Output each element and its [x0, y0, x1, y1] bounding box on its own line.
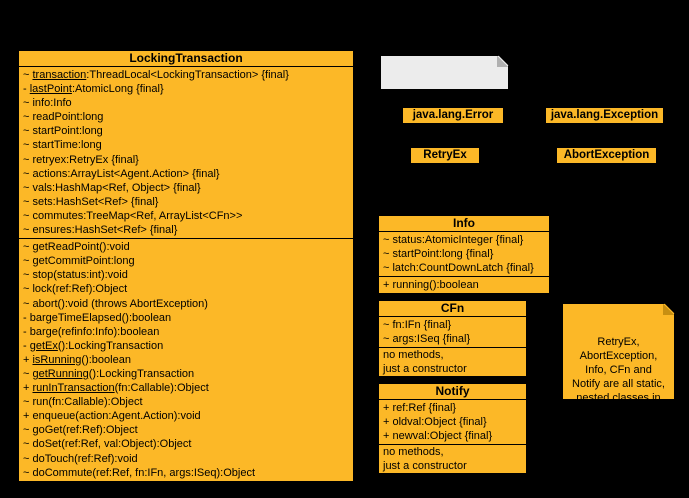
member-row: ~ startTime:long: [23, 139, 102, 152]
member-row: ~ doSet(ref:Ref, val:Object):Object: [23, 438, 192, 451]
member-row: ~ sets:HashSet<Ref> {final}: [23, 195, 159, 208]
member-row: - getEx():LockingTransaction: [23, 339, 164, 352]
member-row: ~ readPoint:long: [23, 111, 104, 124]
class-abortexception-title: AbortException: [563, 149, 650, 161]
member-row: - barge(refinfo:Info):boolean: [23, 325, 160, 338]
class-abortexception: AbortException: [556, 147, 657, 164]
class-cfn-methods-note: no methods, just a constructor: [379, 347, 526, 376]
member-row: ~ startPoint:long {final}: [383, 248, 494, 261]
member-row: ~ retryex:RetryEx {final}: [23, 153, 139, 166]
member-row: - bargeTimeElapsed():boolean: [23, 311, 172, 324]
member-row: ~ lock(ref:Ref):Object: [23, 283, 128, 296]
member-row: ~ getRunning():LockingTransaction: [23, 367, 195, 380]
class-info-fields: ~ status:AtomicInteger {final} ~ startPoi…: [379, 232, 549, 276]
member-row: ~ vals:HashMap<Ref, Object> {final}: [23, 181, 201, 194]
class-retryex-title: RetryEx: [423, 149, 467, 161]
member-row: ~ goGet(ref:Ref):Object: [23, 424, 138, 437]
class-cfn-fields: ~ fn:IFn {final} ~ args:ISeq {final}: [379, 317, 526, 347]
class-cfn-title: CFn: [379, 301, 526, 317]
member-row: + enqueue(action:Agent.Action):void: [23, 410, 201, 423]
member-row: - lastPoint:AtomicLong {final}: [23, 83, 164, 96]
class-lockingtransaction: LockingTransaction ~ transaction:ThreadL…: [18, 50, 354, 482]
class-notify: Notify + ref:Ref {final} + oldval:Object …: [378, 383, 527, 475]
class-notify-fields: + ref:Ref {final} + oldval:Object {final}…: [379, 400, 526, 444]
member-row: ~ stop(status:int):void: [23, 269, 128, 282]
member-row: ~ getReadPoint():void: [23, 241, 130, 254]
member-row: + oldval:Object {final}: [383, 416, 487, 429]
class-java-lang-exception-title: java.lang.Exception: [550, 109, 659, 121]
class-java-lang-exception: java.lang.Exception: [545, 107, 664, 124]
class-retryex: RetryEx: [410, 147, 480, 164]
member-row: ~ run(fn:Callable):Object: [23, 396, 143, 409]
note-constants: not showing constants or constructors: [380, 55, 509, 90]
folded-corner-icon: [663, 304, 674, 315]
class-info-title: Info: [379, 216, 549, 232]
class-info: Info ~ status:AtomicInteger {final}~ sta…: [378, 215, 550, 295]
member-row: ~ doCommute(ref:Ref, fn:IFn, args:ISeq):…: [23, 466, 256, 479]
class-lockingtransaction-methods: ~ getReadPoint():void~ getCommitPoint:lo…: [19, 238, 353, 481]
member-row: ~ actions:ArrayList<Agent.Action> {final…: [23, 167, 220, 180]
note-nested-classes: RetryEx, AbortException, Info, CFn and N…: [562, 303, 675, 400]
member-row: ~ latch:CountDownLatch {final}: [383, 262, 534, 275]
class-notify-title: Notify: [379, 384, 526, 400]
member-row: ~ commutes:TreeMap<Ref, ArrayList<CFn>>: [23, 209, 243, 222]
class-lockingtransaction-fields: ~ transaction:ThreadLocal<LockingTransac…: [19, 67, 353, 238]
class-cfn: CFn ~ fn:IFn {final}~ args:ISeq {final} …: [378, 300, 527, 378]
member-row: ~ info:Info: [23, 97, 72, 110]
member-row: ~ doTouch(ref:Ref):void: [23, 452, 138, 465]
class-info-methods: + running():boolean: [379, 276, 549, 293]
member-row: ~ status:AtomicInteger {final}: [383, 234, 524, 246]
folded-corner-icon: [497, 56, 508, 67]
class-notify-methods-note: no methods, just a constructor: [379, 444, 526, 473]
member-row: ~ abort():void (throws AbortException): [23, 297, 208, 310]
member-row: + running():boolean: [383, 279, 479, 292]
member-row: ~ ensures:HashSet<Ref> {final}: [23, 224, 178, 237]
member-row: ~ getCommitPoint:long: [23, 255, 135, 268]
member-row: ~ startPoint:long: [23, 125, 103, 138]
member-row: + isRunning():boolean: [23, 353, 131, 366]
member-row: ~ fn:IFn {final}: [383, 319, 452, 331]
class-lockingtransaction-title: LockingTransaction: [19, 51, 353, 67]
member-row: ~ transaction:ThreadLocal<LockingTransac…: [23, 69, 289, 81]
class-java-lang-error: java.lang.Error: [402, 107, 504, 124]
member-row: + runInTransaction(fn:Callable):Object: [23, 382, 209, 395]
class-java-lang-error-title: java.lang.Error: [412, 109, 494, 121]
member-row: ~ args:ISeq {final}: [383, 333, 471, 346]
note-nested-classes-text: RetryEx, AbortException, Info, CFn and N…: [571, 336, 666, 418]
member-row: + ref:Ref {final}: [383, 402, 457, 414]
member-row: + newval:Object {final}: [383, 430, 493, 443]
